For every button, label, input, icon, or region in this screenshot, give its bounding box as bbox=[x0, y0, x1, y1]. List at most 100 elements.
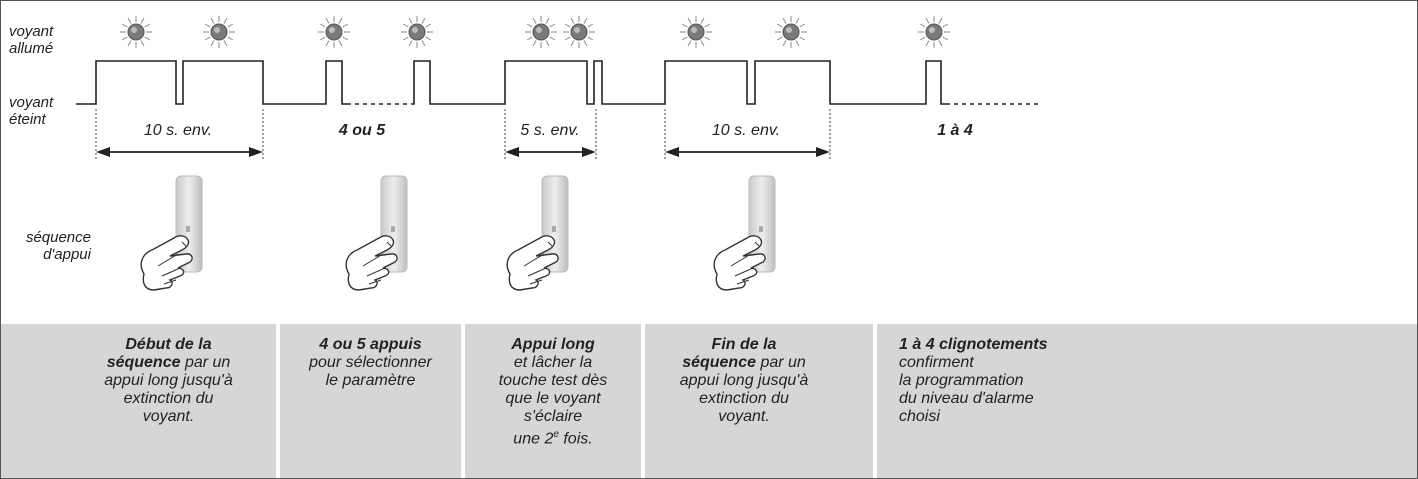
led-highlight bbox=[536, 27, 542, 33]
step-text-run: le paramètre bbox=[325, 372, 416, 389]
step-text-run: 1 à 4 clignotements bbox=[899, 336, 1048, 353]
led-ray bbox=[681, 23, 688, 28]
step-1-line: voyant. bbox=[61, 408, 276, 426]
step-text-run: et lâcher la bbox=[513, 354, 593, 371]
led-ray bbox=[121, 36, 128, 41]
step-text-run: fois. bbox=[558, 430, 593, 448]
waveform-segment bbox=[411, 60, 946, 105]
step-2-line: le paramètre bbox=[280, 372, 461, 390]
step-3-line: touche test dès bbox=[465, 372, 641, 390]
arrow-head-right bbox=[249, 147, 263, 157]
arrow-head-left bbox=[665, 147, 679, 157]
led-ray bbox=[140, 17, 145, 24]
step-text-run: appui long jusqu'à bbox=[104, 372, 233, 389]
step-2-line: pour sélectionner bbox=[280, 354, 461, 372]
led-ray bbox=[227, 23, 234, 28]
step-1-line: extinction du bbox=[61, 390, 276, 408]
led-ray bbox=[425, 36, 432, 41]
led-highlight bbox=[412, 27, 418, 33]
led-ray bbox=[564, 36, 571, 41]
led-ray bbox=[127, 17, 132, 24]
duration-label-3: 5 s. env. bbox=[520, 122, 580, 139]
step-5-line: 1 à 4 clignotements bbox=[899, 336, 1417, 354]
led-ray bbox=[144, 36, 151, 41]
step-text-run: par un bbox=[756, 354, 806, 371]
led-ray bbox=[425, 23, 432, 28]
led-ray bbox=[408, 17, 413, 24]
label-off-line2: éteint bbox=[9, 111, 46, 128]
led-ray bbox=[799, 36, 806, 41]
duration-label-1: 10 s. env. bbox=[143, 122, 213, 139]
led-ray bbox=[700, 40, 705, 47]
step-text-run: pour sélectionner bbox=[309, 354, 432, 371]
led-ray bbox=[776, 23, 783, 28]
led-ray bbox=[704, 23, 711, 28]
waveform-segment bbox=[76, 60, 347, 105]
led-ray bbox=[942, 23, 949, 28]
step-5-line: choisi bbox=[899, 408, 1417, 426]
led-ray bbox=[681, 36, 688, 41]
step-1-line: séquence par un bbox=[61, 354, 276, 372]
led-ray bbox=[408, 40, 413, 47]
step-4-line: séquence par un bbox=[645, 354, 843, 372]
step-3-line: une 2e fois. bbox=[465, 426, 641, 448]
led-ray bbox=[782, 40, 787, 47]
duration-label-5: 1 à 4 bbox=[937, 122, 973, 139]
led-ray bbox=[549, 36, 556, 41]
step-text-run: une 2 bbox=[513, 430, 554, 448]
timing-diagram bbox=[76, 16, 1041, 291]
finger-press-remote-icon bbox=[140, 175, 203, 291]
duration-label-4: 10 s. env. bbox=[711, 122, 781, 139]
step-3-line: et lâcher la bbox=[465, 354, 641, 372]
step-3-line: s'éclaire bbox=[465, 408, 641, 426]
led-ray bbox=[210, 40, 215, 47]
led-highlight bbox=[786, 27, 792, 33]
led-ray bbox=[532, 40, 537, 47]
led-highlight bbox=[929, 27, 935, 33]
finger-press-remote-icon bbox=[345, 175, 408, 291]
led-ray bbox=[587, 36, 594, 41]
step-4-line: extinction du bbox=[645, 390, 843, 408]
step-4-line: appui long jusqu'à bbox=[645, 372, 843, 390]
step-text-run: voyant. bbox=[142, 408, 195, 425]
led-ray bbox=[204, 36, 211, 41]
step-text-run: Début de la bbox=[125, 336, 212, 353]
led-ray bbox=[925, 40, 930, 47]
led-ray bbox=[121, 23, 128, 28]
step-text-run: extinction du bbox=[699, 390, 789, 407]
step-5-line: la programmation bbox=[899, 372, 1417, 390]
led-ray bbox=[919, 23, 926, 28]
led-ray bbox=[704, 36, 711, 41]
led-ray bbox=[545, 17, 550, 24]
led-ray bbox=[223, 40, 228, 47]
step-text-run: touche test dès bbox=[498, 372, 608, 389]
led-ray bbox=[338, 40, 343, 47]
led-ray bbox=[687, 40, 692, 47]
led-ray bbox=[402, 23, 409, 28]
led-ray bbox=[227, 36, 234, 41]
step-5-line: du niveau d'alarme bbox=[899, 390, 1417, 408]
led-ray bbox=[140, 40, 145, 47]
led-ray bbox=[421, 40, 426, 47]
arrow-head-left bbox=[505, 147, 519, 157]
led-ray bbox=[144, 23, 151, 28]
step-text-run: séquence bbox=[106, 354, 181, 371]
led-ray bbox=[532, 17, 537, 24]
led-ray bbox=[223, 17, 228, 24]
led-ray bbox=[338, 17, 343, 24]
led-highlight bbox=[691, 27, 697, 33]
finger-press-remote-icon bbox=[506, 175, 569, 291]
led-ray bbox=[795, 40, 800, 47]
step-text-run: séquence bbox=[682, 354, 756, 371]
label-off: voyant éteint bbox=[9, 94, 53, 128]
step-text-run: appui long jusqu'à bbox=[679, 372, 809, 389]
label-off-line1: voyant bbox=[9, 94, 54, 111]
led-ray bbox=[919, 36, 926, 41]
led-highlight bbox=[329, 27, 335, 33]
